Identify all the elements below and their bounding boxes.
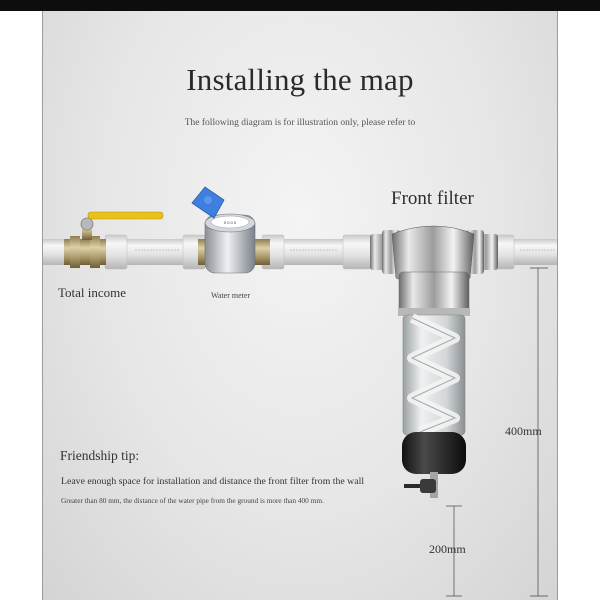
front-filter-icon [370, 225, 498, 498]
height-400mm-label: 400mm [505, 424, 542, 438]
ball-valve-icon [64, 211, 164, 268]
tip-line-1: Leave enough space for installation and … [61, 476, 365, 487]
panel-left-edge [42, 11, 43, 600]
water-meter-label: Water meter [211, 291, 251, 300]
page-title: Installing the map [186, 62, 414, 97]
front-filter-label: Front filter [391, 188, 474, 209]
svg-text:0 0 0 0: 0 0 0 0 [224, 220, 237, 225]
diagram-panel [43, 11, 557, 600]
dimension-200mm [446, 505, 462, 597]
top-bar [0, 0, 600, 11]
tip-line-2: Greater than 80 mm, the distance of the … [61, 496, 324, 505]
tip-title: Friendship tip: [60, 448, 140, 463]
drain-valve-icon [404, 479, 436, 493]
total-income-label: Total income [58, 285, 127, 300]
page-subtitle: The following diagram is for illustratio… [184, 118, 416, 128]
water-meter-icon: 0 0 0 0 [191, 186, 270, 274]
dimension-400mm [530, 267, 548, 597]
ground-200mm-label: 200mm [429, 542, 466, 556]
panel-right-edge [557, 11, 558, 600]
